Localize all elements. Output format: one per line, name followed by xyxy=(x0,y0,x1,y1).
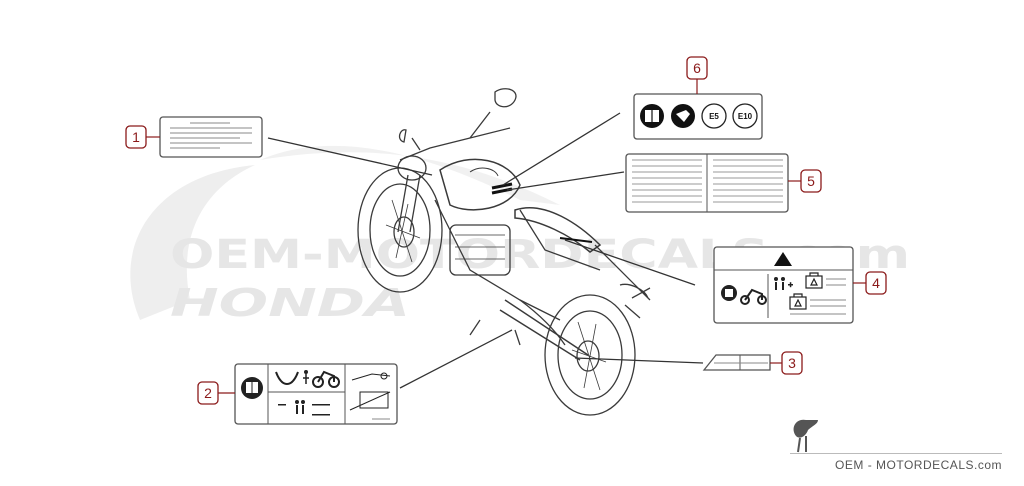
site-logo xyxy=(793,419,818,453)
callout-4-number: 4 xyxy=(872,275,880,291)
callout-1-number: 1 xyxy=(132,129,140,145)
leader-line-2 xyxy=(399,329,513,389)
callout-3-number: 3 xyxy=(788,355,796,371)
callout-1 xyxy=(125,125,147,149)
callout-5-number: 5 xyxy=(807,173,815,189)
leader-line-4 xyxy=(564,239,696,286)
chain-adjust-icon xyxy=(349,372,391,411)
leader-line-6 xyxy=(502,112,621,186)
tire-pressure-icon xyxy=(275,371,299,385)
rider-passenger-icon xyxy=(774,277,793,290)
warning-icon xyxy=(774,252,792,266)
leader-lines xyxy=(267,112,704,389)
badge-e10 xyxy=(732,103,758,129)
badge-e10-text: E10 xyxy=(738,112,753,121)
label-6: E5 E10 xyxy=(633,93,763,140)
rider-passenger-icon xyxy=(278,400,330,416)
callout-6 xyxy=(686,56,708,80)
callout-4 xyxy=(865,271,887,295)
callouts: 1 2 3 4 5 6 xyxy=(125,56,887,405)
site-footer-text: OEM - MOTORDECALS.com xyxy=(835,458,1002,472)
watermark-make-text: HONDA xyxy=(170,281,410,325)
leader-line-3 xyxy=(574,357,704,364)
callout-6-number: 6 xyxy=(693,60,701,76)
badge-e5 xyxy=(701,103,727,129)
site-footer: OEM - MOTORDECALS.com xyxy=(790,453,1002,472)
callout-2 xyxy=(197,381,219,405)
leader-line-1 xyxy=(267,137,433,176)
motorcycle-icon xyxy=(312,370,340,388)
callout-5 xyxy=(800,169,822,193)
label-1 xyxy=(159,116,263,158)
watermark-logo-wing xyxy=(130,165,255,320)
luggage-icon xyxy=(789,272,823,310)
footer-divider xyxy=(790,453,1002,454)
label-2 xyxy=(234,363,398,425)
label-4 xyxy=(713,246,854,324)
rider-icon xyxy=(304,370,308,374)
callout-3 xyxy=(781,351,803,375)
leader-line-5 xyxy=(506,171,625,191)
label-3 xyxy=(702,354,771,371)
label-5 xyxy=(625,153,789,213)
motorcycle-illustration xyxy=(357,88,651,416)
badge-e5-text: E5 xyxy=(709,112,719,121)
motorcycle-icon xyxy=(740,288,767,305)
callout-2-number: 2 xyxy=(204,385,212,401)
